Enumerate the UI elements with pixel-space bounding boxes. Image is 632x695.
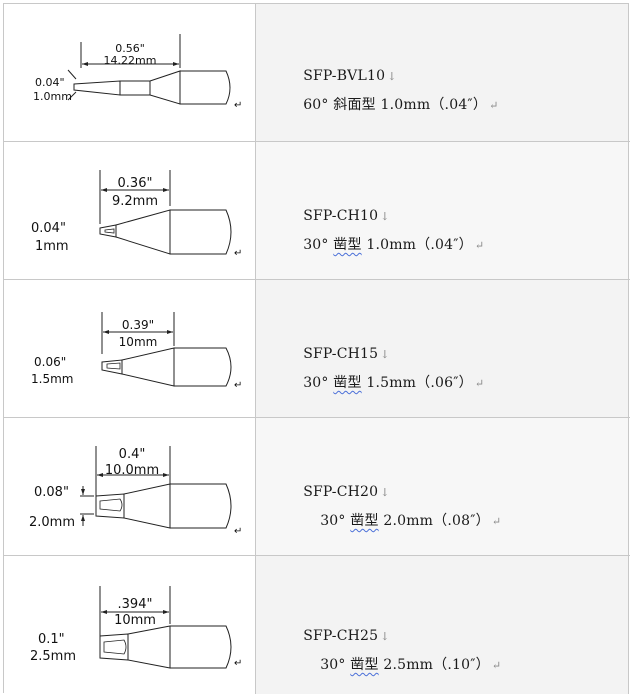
- part-number: SFP-CH20: [303, 484, 379, 500]
- tip-angle: 30°: [303, 237, 329, 253]
- dim-left-inch: 0.04": [31, 221, 66, 236]
- tip-size: 1.0mm（.04″）: [366, 237, 473, 253]
- table-row: 0.36" 9.2mm 0.04" 1mm ↵ SFP-CH10↓ 30° 凿型…: [4, 142, 630, 280]
- tip-description-cell: SFP-CH20↓ 30° 凿型 2.0mm（.08″）↵: [256, 418, 629, 555]
- dim-left-mm: 1.5mm: [31, 372, 73, 386]
- dim-top-inch: 0.56": [115, 42, 145, 55]
- tip-angle: 30°: [303, 375, 329, 391]
- bevel-tip-drawing: 0.56" 14.22mm 0.04" 1.0mm ↵: [33, 34, 242, 111]
- table-row: 0.39" 10mm 0.06" 1.5mm ↵ SFP-CH15↓ 30° 凿…: [4, 280, 630, 418]
- paragraph-mark: ↵: [474, 377, 485, 390]
- tip-description-cell: SFP-CH15↓ 30° 凿型 1.5mm（.06″）↵: [256, 280, 629, 417]
- line-break-mark: ↓: [380, 486, 390, 499]
- tip-drawing-cell: 0.56" 14.22mm 0.04" 1.0mm ↵: [4, 4, 256, 141]
- tip-angle: 60°: [303, 97, 329, 113]
- table-row: .394" 10mm 0.1" 2.5mm ↵ SFP-CH25↓ 30° 凿型…: [4, 556, 630, 694]
- paragraph-mark: ↵: [234, 100, 242, 111]
- line-break-mark: ↓: [380, 210, 390, 223]
- tip-type: 斜面型: [333, 97, 376, 113]
- tip-drawing-cell: 0.36" 9.2mm 0.04" 1mm ↵: [4, 142, 256, 279]
- dim-top-mm: 10mm: [114, 613, 156, 628]
- tip-angle: 30°: [320, 657, 346, 673]
- tip-description-cell: SFP-BVL10↓ 60° 斜面型 1.0mm（.04″）↵: [256, 4, 629, 141]
- table-row: 0.56" 14.22mm 0.04" 1.0mm ↵ SFP-BVL10↓ 6…: [4, 4, 630, 142]
- line-break-mark: ↓: [380, 630, 390, 643]
- tip-drawing-cell: 0.39" 10mm 0.06" 1.5mm ↵: [4, 280, 256, 417]
- dim-left-inch: 0.04": [35, 76, 65, 89]
- dim-left-mm: 2.5mm: [30, 649, 76, 664]
- dim-top-mm: 14.22mm: [104, 54, 157, 67]
- chisel-tip-drawing: 0.4" 10.0mm 0.08" 2.0mm ↵: [29, 446, 242, 537]
- paragraph-mark: ↵: [234, 526, 242, 537]
- dim-top-mm: 9.2mm: [112, 194, 158, 209]
- dim-left-mm: 1mm: [35, 239, 69, 254]
- chisel-tip-drawing: 0.36" 9.2mm 0.04" 1mm ↵: [31, 170, 242, 259]
- dim-top-mm: 10mm: [119, 335, 158, 349]
- dim-top-inch: 0.39": [122, 318, 154, 332]
- dim-top-mm: 10.0mm: [105, 463, 159, 478]
- part-number: SFP-CH25: [303, 628, 379, 644]
- line-break-mark: ↓: [387, 70, 397, 83]
- chisel-tip-drawing: .394" 10mm 0.1" 2.5mm ↵: [30, 586, 242, 669]
- paragraph-mark: ↵: [234, 248, 242, 259]
- line-break-mark: ↓: [380, 348, 390, 361]
- tip-type: 凿型: [333, 237, 362, 253]
- tip-type: 凿型: [350, 657, 379, 673]
- tip-description-cell: SFP-CH25↓ 30° 凿型 2.5mm（.10″）↵: [256, 556, 629, 694]
- tip-type: 凿型: [350, 513, 379, 529]
- paragraph-mark: ↵: [474, 239, 485, 252]
- tip-angle: 30°: [320, 513, 346, 529]
- dim-top-inch: 0.36": [118, 176, 153, 191]
- dim-left-inch: 0.1": [38, 632, 65, 647]
- tip-size: 2.0mm（.08″）: [383, 513, 490, 529]
- tip-size: 1.0mm（.04″）: [380, 97, 488, 113]
- tip-size: 2.5mm（.10″）: [383, 657, 490, 673]
- tip-drawing-cell: 0.4" 10.0mm 0.08" 2.0mm ↵: [4, 418, 256, 555]
- part-number: SFP-CH10: [303, 208, 379, 224]
- tip-description-cell: SFP-CH10↓ 30° 凿型 1.0mm（.04″）↵: [256, 142, 629, 279]
- dim-top-inch: 0.4": [119, 447, 146, 462]
- dim-top-inch: .394": [118, 597, 153, 612]
- part-number: SFP-BVL10: [303, 68, 386, 84]
- dim-left-mm: 2.0mm: [29, 515, 75, 530]
- dim-left-inch: 0.06": [34, 355, 66, 369]
- paragraph-mark: ↵: [491, 659, 502, 672]
- dim-left-mm: 1.0mm: [33, 90, 72, 103]
- paragraph-mark: ↵: [234, 658, 242, 669]
- chisel-tip-drawing: 0.39" 10mm 0.06" 1.5mm ↵: [31, 312, 242, 391]
- tip-size: 1.5mm（.06″）: [366, 375, 473, 391]
- tip-drawing-cell: .394" 10mm 0.1" 2.5mm ↵: [4, 556, 256, 694]
- dim-left-inch: 0.08": [34, 485, 69, 500]
- tip-type: 凿型: [333, 375, 362, 391]
- paragraph-mark: ↵: [489, 99, 499, 112]
- paragraph-mark: ↵: [234, 380, 242, 391]
- part-number: SFP-CH15: [303, 346, 379, 362]
- table-row: 0.4" 10.0mm 0.08" 2.0mm ↵ SFP-CH20↓: [4, 418, 630, 556]
- paragraph-mark: ↵: [491, 515, 502, 528]
- tip-spec-table: 0.56" 14.22mm 0.04" 1.0mm ↵ SFP-BVL10↓ 6…: [3, 3, 630, 694]
